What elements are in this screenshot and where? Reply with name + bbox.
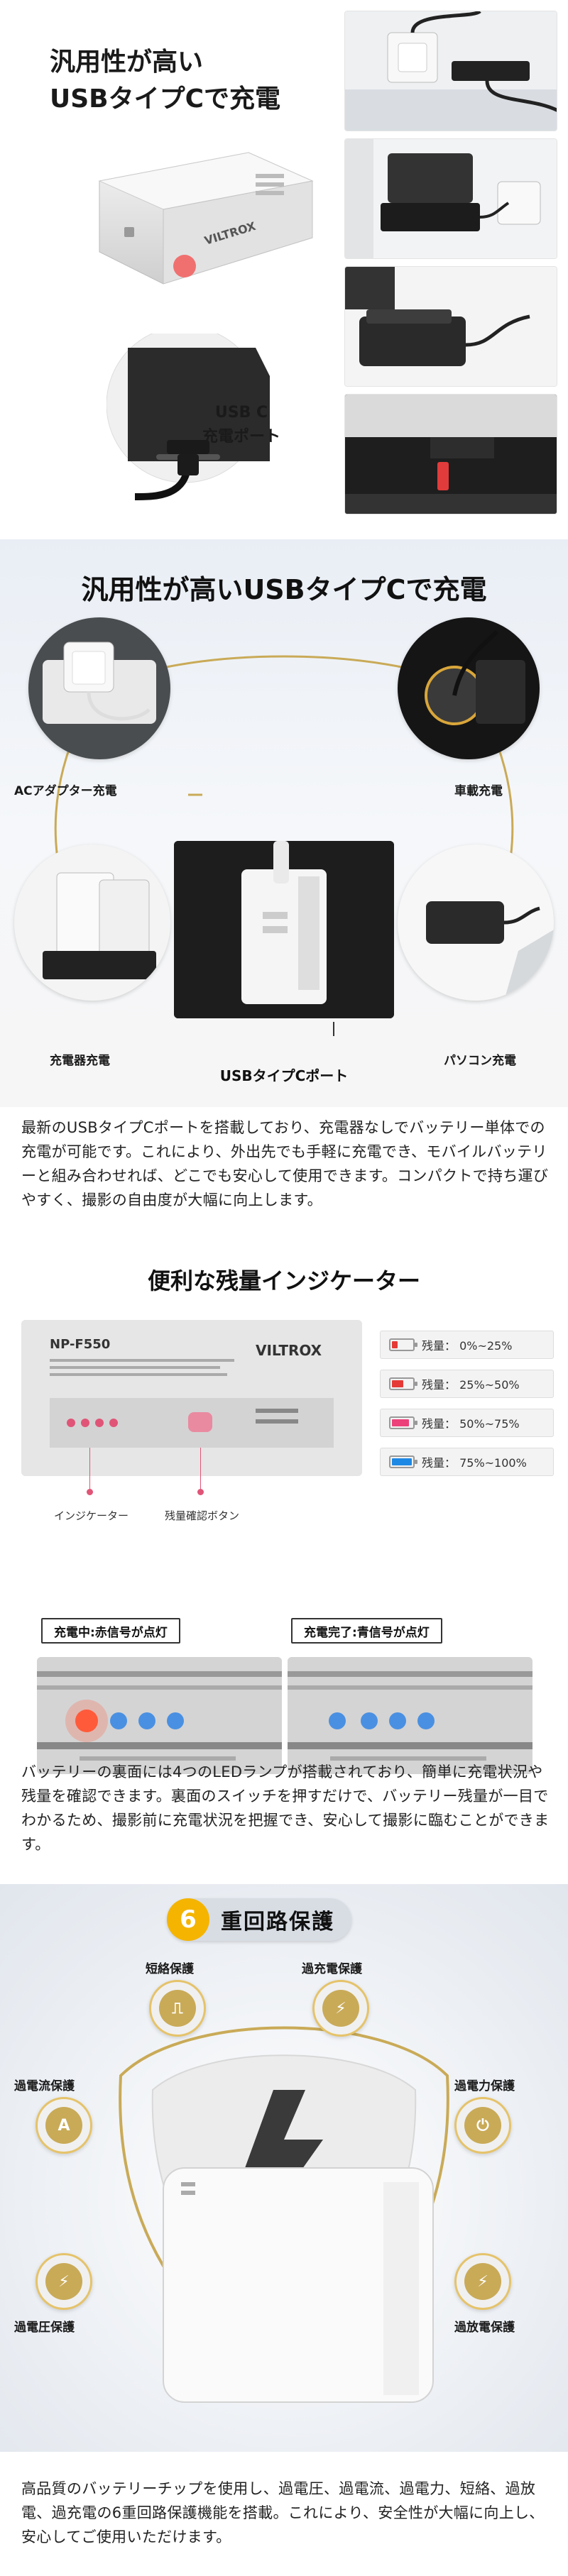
battery-level-icon xyxy=(389,1416,417,1429)
short-circuit-icon: ⎍ xyxy=(149,1980,206,2037)
label-model-text: NP-F550 xyxy=(50,1337,110,1352)
thumbnail-led-closeup[interactable] xyxy=(344,394,557,514)
lightning-icon xyxy=(245,2090,323,2225)
indicator-title: 便利な残量インジケーター xyxy=(147,1267,420,1294)
usbc-cable-closeup xyxy=(106,334,270,500)
charger-dock-photo[interactable] xyxy=(14,844,170,1001)
usbc-description: 最新のUSBタイプCポートを搭載しており、充電器なしでバッテリー単体での充電が可… xyxy=(21,1119,549,1209)
level-text-1: 残量： 0%~25% xyxy=(422,1339,513,1353)
overcharge-icon: ⚡ xyxy=(312,1980,369,2037)
level-text-4: 残量： 75%~100% xyxy=(422,1456,527,1470)
overdischarge-icon: ⚡ xyxy=(454,2253,511,2310)
indicator-description: バッテリーの裏面には4つのLEDランプが搭載されており、簡単に充電状況や残量を確… xyxy=(21,1763,550,1853)
usbc-port-photo[interactable] xyxy=(174,841,394,1018)
label-ac-adapter: ACアダプター充電 xyxy=(14,784,117,798)
hero-title: 汎用性が高い USBタイプCで充電 xyxy=(50,44,280,118)
usbc-caption-line1: USB C xyxy=(214,404,268,422)
charging-methods-section: 汎用性が高いUSBタイプCで充電 ACアダプター充電 xyxy=(0,539,568,1107)
label-usb-port: USBタイプCポート xyxy=(219,1067,349,1084)
led-panel-charging xyxy=(37,1657,282,1774)
protection-count: 6 xyxy=(167,1898,209,1941)
overvoltage-icon: ⚡ xyxy=(36,2253,92,2310)
done-status-tag: 充電完了:青信号が点灯 xyxy=(291,1618,442,1644)
battery-label-card: NP-F550 VILTROX xyxy=(21,1320,362,1476)
car-charging-photo[interactable] xyxy=(398,617,540,759)
ac-adapter-photo[interactable] xyxy=(28,617,170,759)
label-car: 車載充電 xyxy=(454,784,503,798)
label-overcurrent: 過電流保護 xyxy=(14,2079,75,2093)
overcurrent-icon: A xyxy=(36,2097,92,2154)
label-short-circuit: 短絡保護 xyxy=(146,1962,194,1976)
level-row-1: 残量： 0%~25% xyxy=(380,1331,554,1359)
check-button-dot xyxy=(197,1489,204,1495)
label-overvoltage: 過電圧保護 xyxy=(14,2321,75,2335)
charging-status-tag: 充電中:赤信号が点灯 xyxy=(41,1618,180,1644)
protection-section: 6 重回路保護 ⎍ 短絡保護 ⚡ 過充電保護 A 過電流保護 ⏻ 過電力保護 ⚡… xyxy=(0,1884,568,2452)
label-brand-text: VILTROX xyxy=(256,1342,322,1359)
level-row-4: 残量： 75%~100% xyxy=(380,1448,554,1476)
led-panel-complete xyxy=(288,1657,532,1774)
protection-tag: 6 重回路保護 xyxy=(167,1898,351,1941)
battery-image: VILTROX xyxy=(98,152,314,285)
label-pc: パソコン充電 xyxy=(444,1054,516,1068)
level-text-3: 残量： 50%~75% xyxy=(422,1417,520,1431)
label-indicator: インジケーター xyxy=(54,1509,129,1522)
label-check-button: 残量確認ボタン xyxy=(165,1509,240,1522)
overpower-icon: ⏻ xyxy=(454,2097,511,2154)
pc-charging-photo[interactable] xyxy=(398,844,554,1001)
level-row-2: 残量： 25%~50% xyxy=(380,1370,554,1398)
indicator-dot xyxy=(87,1489,93,1495)
level-text-2: 残量： 25%~50% xyxy=(422,1378,520,1392)
battery-level-icon xyxy=(389,1338,417,1351)
usbc-hero-section: 汎用性が高い USBタイプCで充電 VILTROX xyxy=(0,0,568,525)
label-overpower: 過電力保護 xyxy=(454,2079,515,2093)
thumbnail-cable-charging[interactable] xyxy=(344,266,557,387)
battery-release-dot xyxy=(173,255,196,277)
protection-tag-text: 重回路保護 xyxy=(221,1910,334,1934)
label-overdischarge: 過放電保護 xyxy=(454,2321,515,2335)
indicator-section: 便利な残量インジケーター NP-F550 VILTROX xyxy=(0,1228,568,1866)
battery-level-icon xyxy=(389,1455,417,1468)
usbc-caption-line2: 充電ポート xyxy=(202,428,281,446)
level-row-3: 残量： 50%~75% xyxy=(380,1409,554,1437)
usbc-port-caption: USB C 充電ポート xyxy=(202,401,280,449)
charging-methods-title: 汎用性が高いUSBタイプCで充電 xyxy=(81,574,487,605)
hero-title-line1: 汎用性が高い xyxy=(50,48,204,77)
label-overcharge: 過充電保護 xyxy=(302,1962,362,1976)
hero-title-line2: USBタイプCで充電 xyxy=(50,84,281,114)
protection-shield xyxy=(119,2026,449,2403)
label-charger: 充電器充電 xyxy=(50,1054,110,1068)
thumbnail-wall-charger[interactable] xyxy=(344,11,557,131)
thumbnail-dock-charger[interactable] xyxy=(344,138,557,259)
battery-level-icon xyxy=(389,1377,417,1390)
protection-description: 高品質のバッテリーチップを使用し、過電圧、過電流、過電力、短絡、過放電、過充電の… xyxy=(21,2480,545,2545)
